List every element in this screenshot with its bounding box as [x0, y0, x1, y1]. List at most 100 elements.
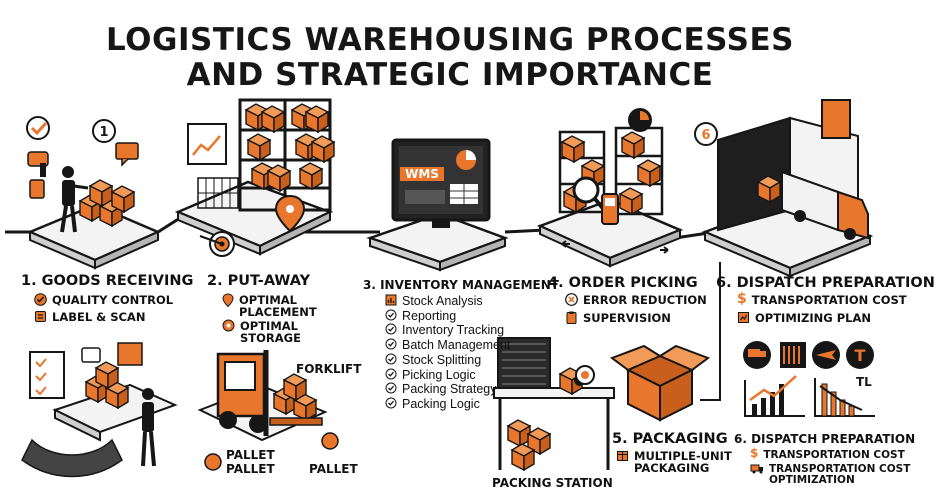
putaway-item-line: PLACEMENT — [239, 305, 317, 319]
pallet-worker-icon — [204, 453, 222, 471]
dispatch-illustration — [701, 99, 874, 278]
step-6-heading: 6. DISPATCH PREPARATION — [716, 275, 935, 291]
label-tag-icon — [35, 311, 46, 322]
inventory-item-label: Stock Analysis — [402, 294, 483, 308]
step-1-number: 1 — [99, 125, 108, 140]
airplane-icon — [812, 341, 840, 369]
dispatch-item-label: TRANSPORTATION COST — [751, 293, 907, 307]
pallet-worker-icon-2 — [321, 432, 339, 450]
storage-gear-icon — [222, 319, 235, 332]
dispatch-item-label: TRANSPORTATION COST — [763, 449, 905, 461]
step-4-heading: 4. ORDER PICKING — [548, 275, 698, 291]
putaway-item-optimal-storage: OPTIMAL STORAGE — [222, 319, 301, 345]
target-icon — [199, 231, 235, 257]
forklift-illustration — [197, 350, 328, 442]
speech-bubble-icon — [115, 142, 139, 167]
chart-board-icon — [117, 342, 143, 366]
process-flow-line — [5, 216, 721, 401]
order-picking-illustration — [536, 126, 684, 268]
wms-screen-text: WMS — [405, 167, 439, 181]
dispatch-item-line: TRANSPORTATION COST — [769, 463, 911, 475]
step-1-heading: 1. GOODS RECEIVING — [21, 273, 194, 289]
packaging-item-line: MULTIPLE-UNIT — [634, 449, 732, 463]
inventory-item: Stock Splitting — [385, 352, 482, 367]
check-circle-icon — [385, 309, 397, 321]
cost-chart-down: TL — [814, 375, 875, 417]
receiving-desk-illustration — [21, 351, 178, 478]
express-icon: T — [846, 341, 874, 369]
dispatch-item-line: OPTIMIZATION — [769, 474, 855, 486]
step-6-number: 6 — [701, 128, 710, 143]
chat-bubble-icon — [81, 347, 101, 363]
picking-item-supervision: SUPERVISION — [565, 311, 671, 325]
clipboard-icon — [566, 311, 577, 324]
dispatch-item-secondary-optimization: TRANSPORTATION COST OPTIMIZATION — [750, 464, 910, 486]
receiving-item-label-scan: LABEL & SCAN — [34, 311, 145, 323]
check-circle-icon — [385, 323, 397, 335]
inventory-item: Inventory Tracking — [385, 323, 504, 337]
putaway-item-optimal-placement: OPTIMAL PLACEMENT — [222, 293, 317, 319]
inventory-item-label: Packing Strategy — [402, 382, 497, 397]
inventory-item: Packing Logic — [385, 396, 480, 411]
dispatch-item-optimizing-plan: OPTIMIZING PLAN — [737, 312, 871, 324]
putaway-item-line: OPTIMAL — [240, 319, 298, 333]
putaway-item-line: OPTIMAL — [239, 293, 297, 307]
tape-roll-icon — [575, 365, 595, 385]
chart-label-tl: TL — [856, 375, 872, 389]
dispatch-heading-secondary: 6. DISPATCH PREPARATION — [734, 432, 916, 446]
dispatch-item-secondary-cost: $ TRANSPORTATION COST — [750, 447, 905, 461]
step-2-heading: 2. PUT-AWAY — [207, 273, 311, 289]
barcode-scanner-icon — [27, 151, 49, 177]
forklift-label: FORKLIFT — [296, 362, 362, 376]
inventory-item: Stock Analysis — [385, 294, 483, 308]
clock-gauge-icon — [628, 108, 652, 132]
receiving-item-label: QUALITY CONTROL — [52, 293, 174, 307]
inventory-item: Picking Logic — [385, 367, 476, 382]
page-title-line-2: AND STRATEGIC IMPORTANCE — [186, 57, 714, 93]
receiving-item-quality-control: QUALITY CONTROL — [34, 293, 174, 307]
chart-bars-icon — [385, 294, 397, 306]
handheld-scanner-icon — [601, 193, 619, 225]
truck-icon — [743, 341, 771, 369]
svg-text:T: T — [855, 346, 866, 365]
page-title-line-1: LOGISTICS WAREHOUSING PROCESSES — [106, 22, 794, 58]
location-pin-icon — [274, 194, 306, 233]
package-icon — [617, 451, 628, 461]
packaging-item-multiple-unit: MULTIPLE-UNIT PACKAGING — [616, 450, 732, 474]
inventory-item-label: Batch Management — [402, 338, 511, 353]
receiving-illustration — [26, 166, 162, 270]
step-3-heading: 3. INVENTORY MANAGEMENT — [363, 278, 559, 292]
picking-item-label: SUPERVISION — [583, 311, 671, 325]
putaway-item-line: STORAGE — [240, 331, 301, 345]
pallet-label-3: PALLET — [309, 462, 358, 476]
receiving-item-label: LABEL & SCAN — [52, 310, 146, 324]
inventory-item-label: Packing Logic — [402, 396, 480, 411]
error-x-icon — [565, 293, 578, 306]
picking-item-error-reduction: ERROR REDUCTION — [565, 293, 707, 307]
check-circle-icon — [385, 338, 397, 350]
open-box-illustration — [609, 344, 711, 422]
inventory-item-label: Picking Logic — [402, 367, 476, 382]
check-circle-icon — [385, 382, 397, 394]
plan-icon — [738, 312, 749, 323]
dispatch-item-transportation-cost: $ TRANSPORTATION COST — [737, 292, 907, 307]
packing-station-illustration — [493, 337, 615, 471]
battery-icon — [29, 179, 45, 199]
inventory-item-label: Reporting — [402, 308, 457, 323]
magnifier-icon — [572, 176, 608, 214]
packing-station-label: PACKING STATION — [492, 476, 613, 490]
pallet-label-1: PALLET — [226, 448, 275, 462]
check-circle-icon — [385, 397, 397, 409]
truck-small-icon — [750, 464, 763, 474]
check-circle-icon — [385, 368, 397, 379]
step-number-badge: 1 — [92, 119, 116, 143]
container-icon — [780, 342, 806, 368]
pallet-label-2: PALLET — [226, 462, 275, 476]
inventory-item: Reporting — [385, 308, 457, 323]
inventory-item-label: Stock Splitting — [402, 352, 482, 367]
step-6-badge: 6 — [694, 122, 718, 146]
inventory-item: Batch Management — [385, 338, 511, 353]
step-5-heading: 5. PACKAGING — [612, 431, 728, 447]
inventory-item: Packing Strategy — [385, 382, 497, 397]
picking-item-label: ERROR REDUCTION — [583, 293, 707, 307]
